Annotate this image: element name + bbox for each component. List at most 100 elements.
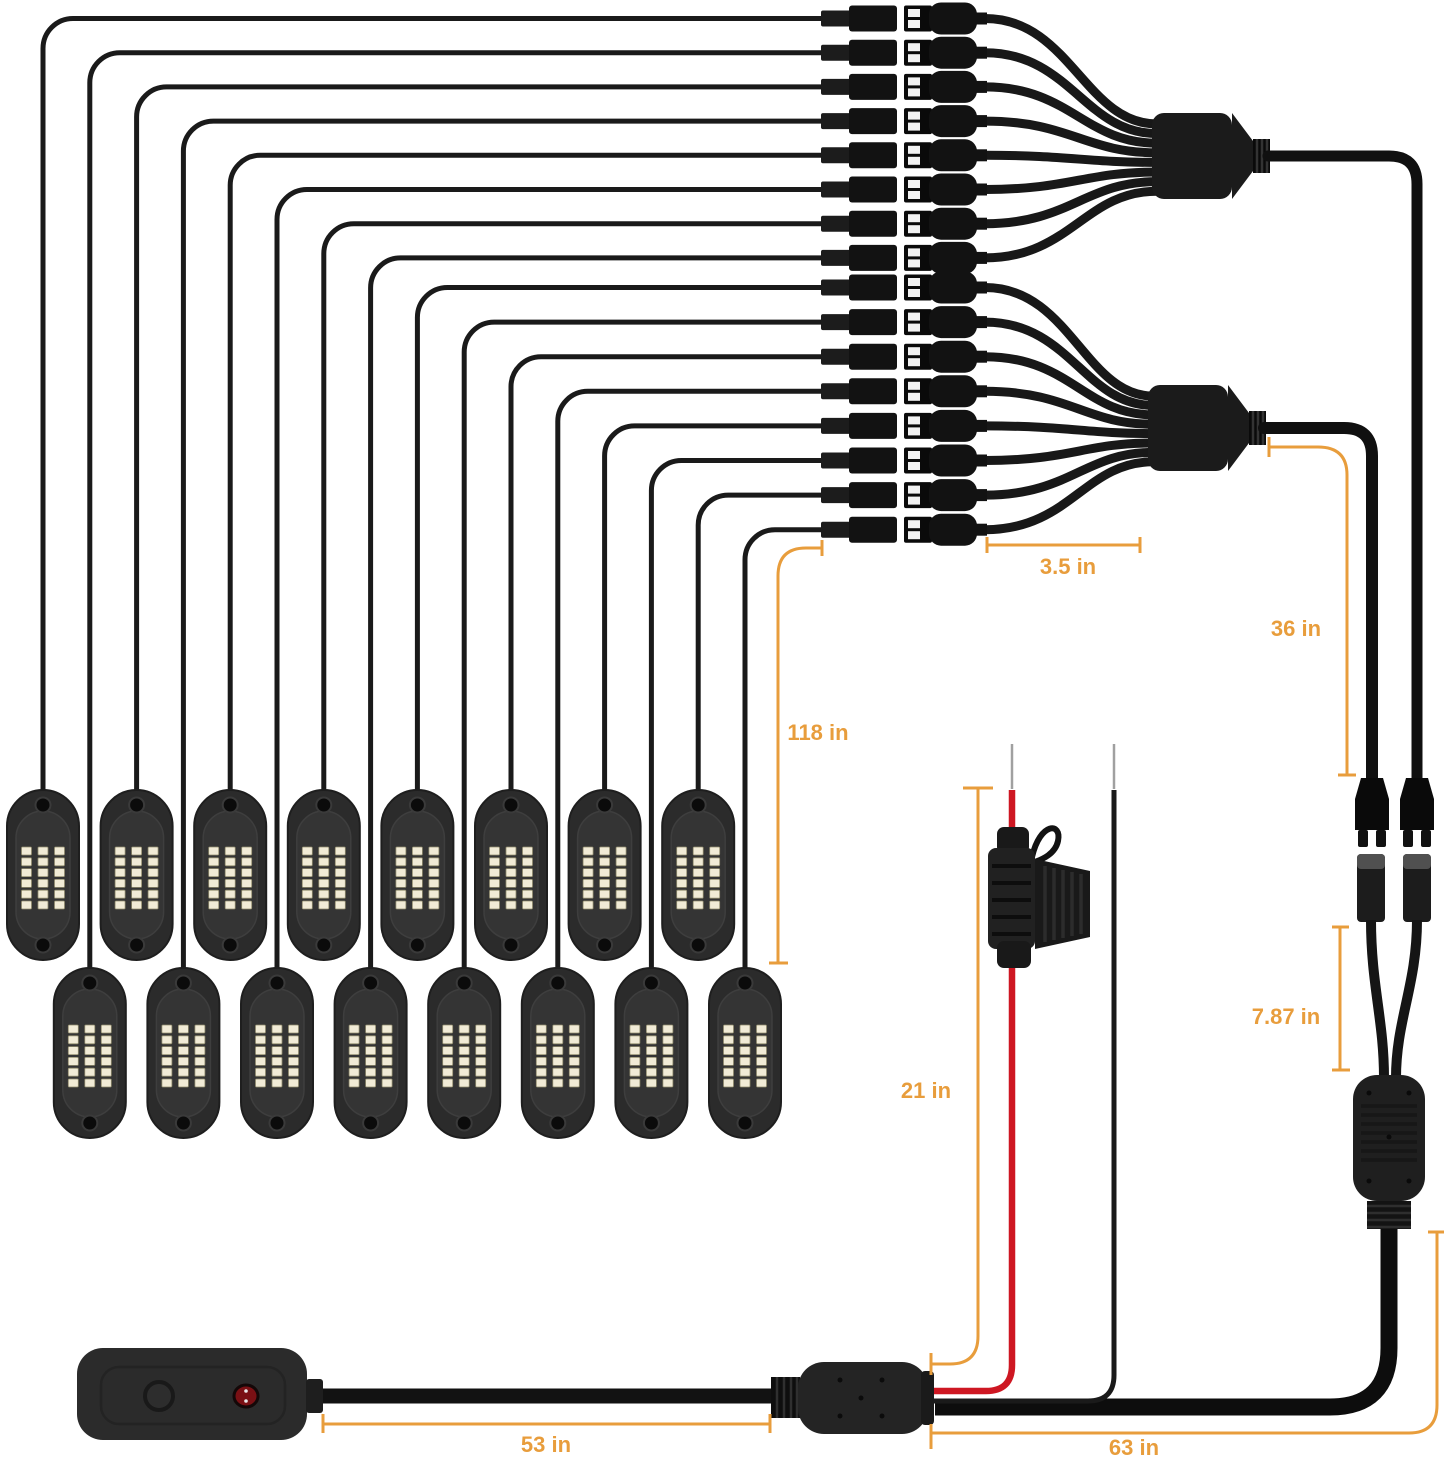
led-chip <box>489 868 500 877</box>
socket-body <box>929 271 977 304</box>
led-chip <box>224 900 236 910</box>
fuse-bottom-cap <box>997 941 1031 968</box>
led-chip <box>475 1046 487 1055</box>
led-chip <box>255 1057 266 1066</box>
pod-plug-tail <box>821 78 853 95</box>
led-chip <box>442 1046 454 1055</box>
led-chip <box>131 889 143 899</box>
pin-slot <box>908 392 920 401</box>
junction-dot <box>837 1377 843 1383</box>
pod-plug-tail <box>821 249 853 266</box>
led-chip <box>709 889 721 899</box>
pin-slot <box>908 358 920 367</box>
led-pods <box>6 789 782 1139</box>
socket-body <box>929 2 977 35</box>
led-chip <box>224 889 236 899</box>
fuse-holder <box>988 825 1090 968</box>
led-chip <box>723 1035 734 1045</box>
led-chip <box>37 857 49 867</box>
led-chip <box>348 1078 360 1088</box>
led-chip <box>241 868 253 877</box>
led-chip <box>255 1067 266 1077</box>
led-chip <box>131 846 143 856</box>
led-chip <box>84 1057 96 1066</box>
led-chip <box>177 1057 189 1066</box>
led-chip <box>646 1067 657 1077</box>
led-chip <box>662 1046 674 1055</box>
socket-body <box>929 139 977 172</box>
led-chip <box>271 1024 283 1034</box>
extension-plug <box>1400 778 1434 830</box>
led-chip <box>241 900 253 910</box>
pin-slot <box>908 451 920 459</box>
led-chip <box>552 1078 564 1088</box>
led-chip <box>395 868 407 877</box>
led-chip <box>241 889 253 899</box>
led-chip <box>241 857 253 867</box>
led-pod <box>52 967 127 1139</box>
led-chip <box>365 1078 377 1088</box>
socket-neck <box>973 183 987 196</box>
pod-plug-tail <box>821 348 853 365</box>
extension-plugs <box>1355 778 1434 847</box>
led-chip <box>692 846 704 856</box>
led-chip <box>84 1067 96 1077</box>
led-chip <box>131 900 143 910</box>
pin-slot <box>908 145 920 154</box>
led-chip <box>709 857 721 867</box>
splitter-branch-wire <box>980 457 1158 535</box>
led-chip <box>692 900 704 910</box>
led-chip <box>301 846 313 856</box>
socket-neck <box>973 523 987 536</box>
socket-neck <box>973 251 987 264</box>
led-chip <box>662 1057 674 1066</box>
led-chip <box>271 1057 283 1066</box>
led-chip <box>629 1024 641 1034</box>
led-chip <box>288 1078 299 1088</box>
led-chip <box>37 868 49 877</box>
led-chip <box>161 1035 173 1045</box>
led-chip <box>475 1024 487 1034</box>
socket-neck <box>973 115 987 128</box>
dim-line-118in <box>769 540 824 965</box>
led-chip <box>54 868 65 877</box>
led-pod <box>286 789 361 961</box>
led-chip <box>646 1024 657 1034</box>
pod-plug-tail <box>821 383 853 400</box>
mount-hole <box>362 1114 380 1132</box>
led-chip <box>395 900 407 910</box>
led-chip <box>21 857 32 867</box>
power-button[interactable] <box>143 1380 175 1412</box>
led-chip <box>100 1067 112 1077</box>
led-chip <box>458 1078 470 1088</box>
control-box-body <box>77 1348 307 1440</box>
led-chip <box>568 1067 580 1077</box>
connector-pair <box>821 2 987 35</box>
led-chip <box>37 879 49 888</box>
dim-label-36in: 36 in <box>1271 616 1321 641</box>
mount-hole <box>549 1114 567 1132</box>
led-chip <box>662 1035 674 1045</box>
mount-hole <box>34 936 52 954</box>
plug-prong <box>1421 830 1431 847</box>
led-chip <box>21 846 32 856</box>
positive-red-wire <box>932 790 1016 1395</box>
dim-label-53in: 53 in <box>521 1432 571 1457</box>
led-pod <box>380 789 455 961</box>
splitter-taper <box>1232 113 1253 199</box>
led-chip <box>475 1078 487 1088</box>
pod-plug-tail <box>821 147 853 164</box>
led-chip <box>692 857 704 867</box>
led-chip <box>739 1057 751 1066</box>
pod-plug-tail <box>821 452 853 469</box>
pin-slot <box>908 20 920 28</box>
splitter-fan-wires <box>980 14 1162 535</box>
led-chip <box>411 879 423 888</box>
led-chip <box>676 857 688 867</box>
led-chip <box>739 1046 751 1055</box>
led-chip <box>334 889 346 899</box>
fuse-top-cap <box>997 827 1029 854</box>
led-chip <box>723 1067 734 1077</box>
led-glint <box>244 1389 248 1393</box>
led-chip <box>615 857 627 867</box>
